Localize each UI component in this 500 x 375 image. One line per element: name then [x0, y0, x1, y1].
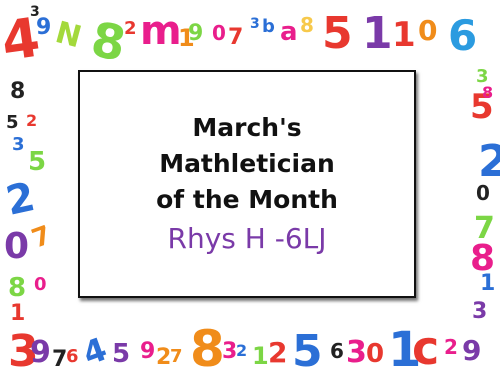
- svg-text:0: 0: [366, 339, 384, 369]
- svg-text:5: 5: [6, 112, 19, 133]
- svg-text:7: 7: [52, 347, 67, 372]
- svg-text:9: 9: [140, 339, 155, 364]
- svg-text:2: 2: [478, 136, 500, 187]
- svg-text:2: 2: [236, 341, 247, 360]
- svg-text:1: 1: [252, 342, 269, 370]
- svg-text:9: 9: [462, 334, 481, 367]
- svg-text:8: 8: [470, 238, 495, 279]
- svg-text:8: 8: [8, 273, 26, 303]
- svg-text:1: 1: [362, 8, 393, 59]
- svg-text:m: m: [140, 8, 182, 54]
- svg-text:6: 6: [66, 346, 79, 367]
- svg-text:1: 1: [392, 15, 416, 55]
- svg-text:N: N: [52, 15, 85, 55]
- svg-text:5: 5: [112, 339, 130, 369]
- svg-text:0: 0: [4, 226, 29, 267]
- svg-text:3: 3: [250, 16, 260, 32]
- svg-text:7: 7: [474, 211, 495, 246]
- svg-text:3: 3: [12, 134, 25, 155]
- svg-text:5: 5: [322, 8, 353, 59]
- svg-text:3: 3: [472, 299, 487, 324]
- announcement-panel: March's Mathletician of the Month Rhys H…: [78, 70, 416, 298]
- svg-text:7: 7: [228, 25, 243, 50]
- title-line-2: Mathletician: [159, 149, 335, 178]
- svg-text:4: 4: [0, 6, 44, 74]
- svg-text:2: 2: [268, 336, 287, 369]
- svg-text:9: 9: [188, 21, 203, 46]
- svg-text:5: 5: [470, 87, 494, 127]
- svg-text:9: 9: [30, 335, 51, 370]
- svg-text:3: 3: [346, 335, 367, 370]
- svg-text:8: 8: [10, 79, 25, 104]
- svg-text:7: 7: [28, 220, 55, 254]
- svg-text:4: 4: [78, 330, 112, 373]
- svg-text:2: 2: [26, 111, 37, 130]
- svg-text:3: 3: [476, 66, 489, 87]
- svg-text:2: 2: [444, 335, 458, 359]
- svg-text:7: 7: [170, 346, 183, 367]
- svg-text:1: 1: [10, 301, 25, 326]
- svg-text:0: 0: [418, 14, 437, 47]
- svg-text:0: 0: [34, 274, 47, 295]
- title-line-1: March's: [192, 113, 302, 142]
- svg-text:3: 3: [8, 326, 39, 375]
- svg-text:6: 6: [448, 11, 477, 60]
- number-border-icon: 4 9 3 N 8 2 m 1 9 0 7 3 b a 8 5 1 1 0 6 …: [0, 4, 500, 375]
- svg-text:8: 8: [300, 13, 314, 37]
- svg-text:3: 3: [30, 4, 40, 20]
- svg-text:8: 8: [190, 320, 225, 375]
- svg-text:2: 2: [124, 18, 137, 39]
- svg-text:1: 1: [388, 322, 421, 375]
- svg-text:2: 2: [2, 174, 39, 225]
- svg-text:b: b: [262, 16, 275, 37]
- svg-text:3: 3: [222, 339, 237, 364]
- svg-text:2: 2: [156, 345, 171, 370]
- svg-text:6: 6: [330, 339, 344, 363]
- svg-text:8: 8: [482, 83, 493, 102]
- svg-text:a: a: [280, 17, 298, 47]
- svg-text:c: c: [412, 321, 439, 375]
- svg-text:0: 0: [476, 181, 490, 205]
- winner-name: Rhys H -6LJ: [167, 222, 327, 255]
- svg-text:0: 0: [212, 21, 226, 45]
- title-line-3: of the Month: [156, 185, 338, 214]
- svg-text:5: 5: [292, 326, 323, 375]
- svg-text:9: 9: [36, 15, 51, 40]
- svg-text:1: 1: [480, 271, 495, 296]
- svg-text:5: 5: [28, 147, 46, 177]
- svg-text:1: 1: [178, 24, 195, 52]
